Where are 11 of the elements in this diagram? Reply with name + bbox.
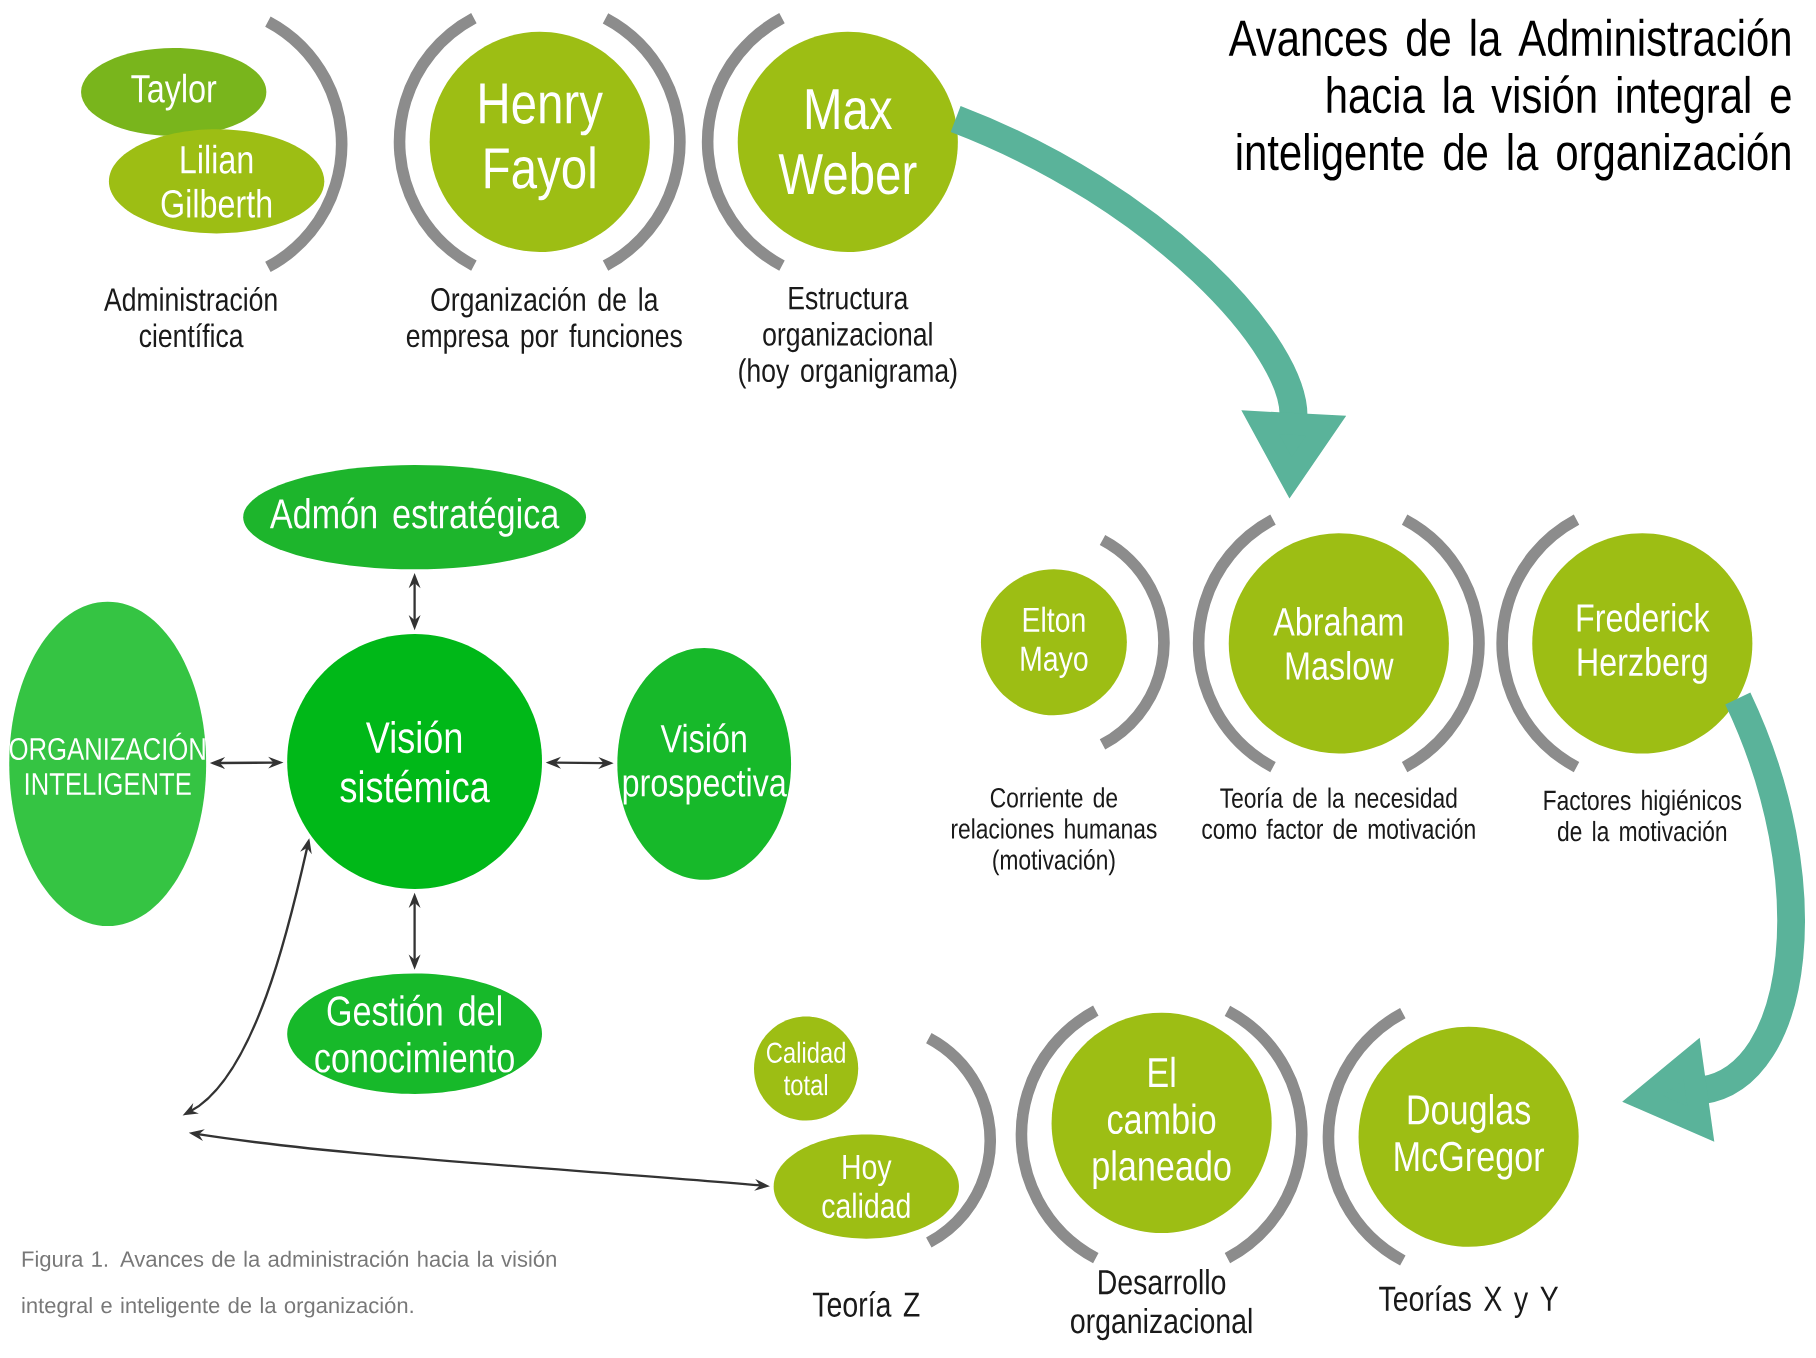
description-text: Factores higiénicos de la motivación [1544, 789, 1742, 842]
description-text: Teoría de la necesidad como factor de motivación [1202, 787, 1475, 840]
description-text: Corriente de relaciones humanas (motivación) [951, 787, 1157, 876]
title: Avances de la Administración hacia la visión integral e inteligente de la organización [1228, 18, 1791, 181]
description-text: Administración científica [104, 286, 277, 348]
description-text: Desarrollo organizacional [1071, 1269, 1252, 1341]
description-text: Estructura organizacional (hoy organigrama) [739, 286, 957, 389]
description-text: Teorías X y Y [1379, 1285, 1559, 1318]
figure-caption: Figura 1. Avances de la administración hacia la visión integral e inteligente de la organización. [22, 1250, 556, 1318]
description-text: Teoría Z [812, 1291, 920, 1317]
description-text: Organización de la empresa por funciones [406, 286, 682, 354]
